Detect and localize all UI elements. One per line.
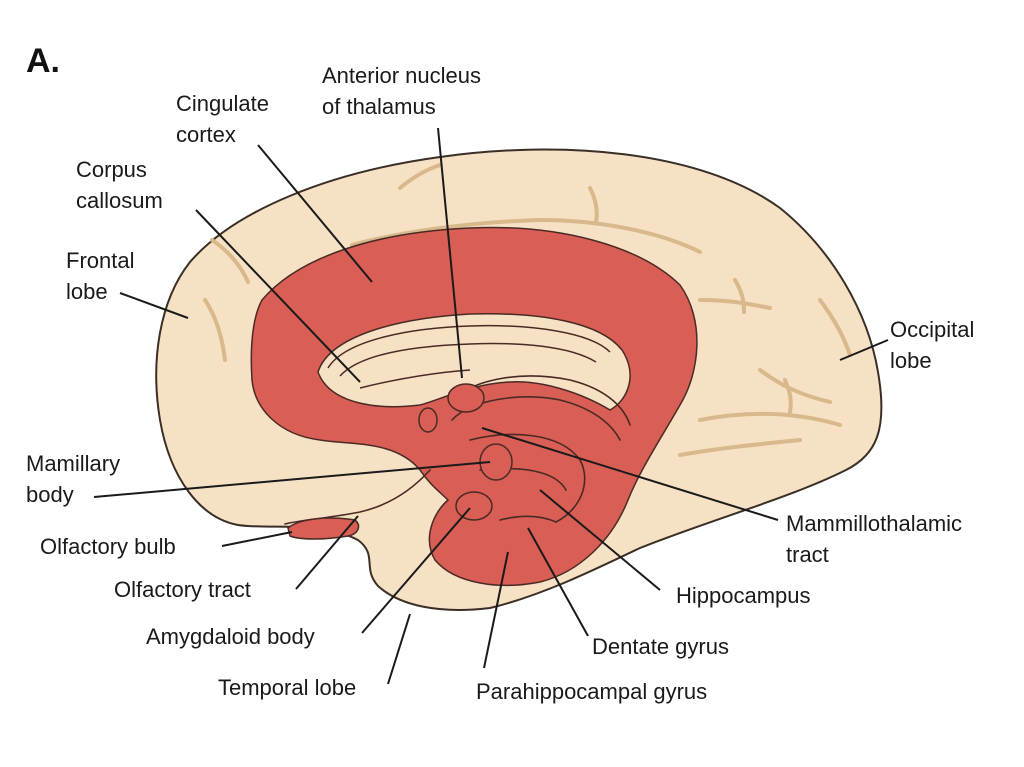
label-mamillary-line1: Mamillary (26, 451, 121, 476)
label-dentate-gyrus: Dentate gyrus (592, 634, 729, 659)
label-occipital-lobe: Occipital lobe (890, 314, 974, 376)
label-mamillary-line2: body (26, 482, 74, 507)
label-corpus-callosum-line2: callosum (76, 188, 163, 213)
label-mammillothalamic-line1: Mammillothalamic (786, 511, 963, 536)
label-olfactory-tract: Olfactory tract (114, 577, 251, 602)
label-temporal-lobe: Temporal lobe (218, 675, 357, 700)
label-frontal-line1: Frontal (66, 248, 135, 273)
label-cingulate-cortex: Cingulate cortex (176, 88, 269, 150)
label-frontal-line2: lobe (66, 279, 108, 304)
label-anterior-nucleus-line1: Anterior nucleus (322, 63, 481, 88)
corpus-callosum-lines (327, 324, 611, 389)
label-cingulate-line2: cortex (176, 122, 236, 147)
label-occipital-line2: lobe (890, 348, 932, 373)
label-corpus-callosum-line1: Corpus (76, 157, 147, 182)
label-mammillothalamic-tract: Mammillothalamic tract (786, 508, 962, 570)
olfactory-bulb-shape (287, 517, 360, 540)
label-hippocampus: Hippocampus (676, 583, 811, 608)
leader-lines (93, 127, 889, 685)
label-frontal-lobe: Frontal lobe (66, 245, 134, 307)
label-anterior-nucleus-line2: of thalamus (322, 94, 436, 119)
label-olfactory-bulb: Olfactory bulb (40, 534, 176, 559)
septal-oval (418, 407, 438, 433)
corpus-callosum-region (317, 313, 631, 411)
label-mamillary-body: Mamillary body (26, 448, 120, 510)
panel-label: A. (26, 42, 60, 80)
amygdaloid-body-shape (455, 491, 493, 521)
label-mammillothalamic-line2: tract (786, 542, 829, 567)
label-parahippocampal-gyrus: Parahippocampal gyrus (476, 679, 708, 704)
label-amygdaloid-body: Amygdaloid body (146, 624, 315, 649)
anterior-nucleus-shape (447, 383, 485, 413)
label-anterior-nucleus: Anterior nucleus of thalamus (322, 60, 481, 122)
label-occipital-line1: Occipital (890, 317, 975, 342)
brain-sulci (203, 163, 852, 457)
label-corpus-callosum: Corpus callosum (76, 154, 163, 216)
label-cingulate-line1: Cingulate (176, 91, 269, 116)
